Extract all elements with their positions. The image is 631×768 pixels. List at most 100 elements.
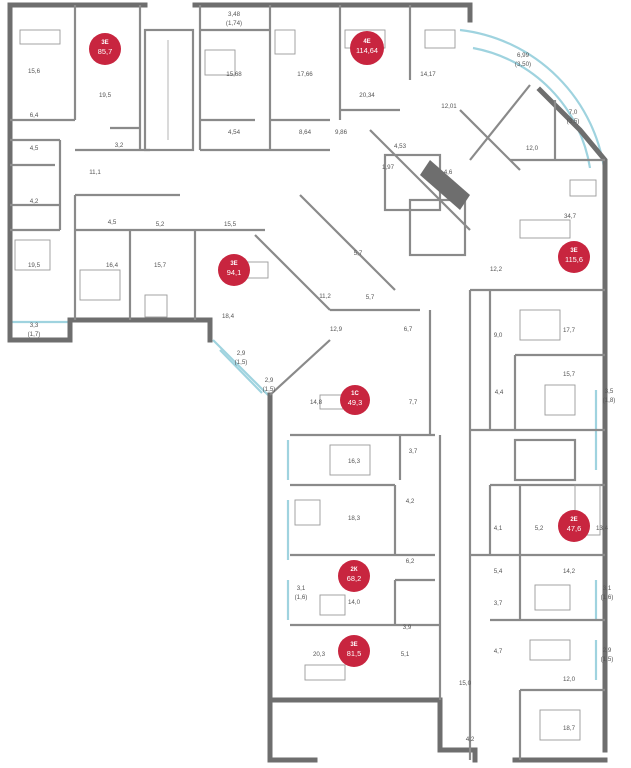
apartment-badge[interactable]: 3Е 85,7 [89, 33, 121, 65]
room-area: 1,97 [382, 164, 395, 171]
room-area: 3,1 [603, 585, 612, 592]
room-area: (1,5) [235, 359, 248, 366]
room-area: 5,2 [156, 221, 165, 228]
exterior-walls [7, 2, 608, 763]
room-area: 15,7 [154, 262, 167, 269]
room-area: (1,8) [603, 397, 616, 404]
room-area: 3,3 [30, 322, 39, 329]
room-area: 15,0 [459, 680, 472, 687]
room-area: 11,2 [319, 293, 331, 300]
apartment-badge[interactable]: 4Е 114,64 [350, 31, 384, 65]
room-area: 3,5 [605, 388, 614, 395]
room-area: 2,9 [237, 350, 246, 357]
room-area: 7,0 [569, 109, 578, 116]
room-area: 4,54 [228, 129, 241, 136]
apartment-type: 3Е [570, 248, 577, 254]
room-area: 14,17 [420, 71, 436, 78]
room-area: 14,0 [348, 599, 361, 606]
room-area: 19,5 [99, 92, 112, 99]
room-area: 20,34 [359, 92, 375, 99]
room-area: 14,8 [310, 399, 323, 406]
apartment-area: 114,64 [356, 46, 378, 55]
room-area: 4,2 [466, 736, 475, 743]
apartment-type: 3Е [101, 40, 108, 46]
room-area: (1,5) [601, 656, 614, 663]
room-area: 17,7 [563, 327, 576, 334]
room-area: 5,1 [401, 651, 410, 658]
apartment-badges: 3Е 85,7 4Е 114,64 3Е 94,1 3Е 115,6 1С 49… [89, 31, 590, 667]
room-area: 13,4 [596, 525, 609, 532]
room-area: 11,1 [89, 169, 101, 176]
room-area: 9,0 [494, 332, 503, 339]
apartment-badge[interactable]: 1С 49,3 [340, 385, 370, 415]
room-area: 3,1 [297, 585, 306, 592]
apartment-badge[interactable]: 3Е 81,5 [338, 635, 370, 667]
room-area: 5,7 [366, 294, 375, 301]
apartment-area: 47,6 [567, 524, 581, 533]
room-area: 34,7 [564, 213, 577, 220]
room-area: 5,2 [535, 525, 544, 532]
room-area: 16,3 [348, 458, 361, 465]
room-area: 6,2 [406, 558, 415, 565]
interior-walls [10, 5, 605, 760]
room-area: 4,6 [444, 169, 453, 176]
room-area: 5,4 [494, 568, 503, 575]
room-area: 2,9 [603, 647, 612, 654]
room-area: 3,7 [409, 448, 418, 455]
apartment-type: 2Е [570, 517, 577, 523]
room-area: 4,2 [406, 498, 415, 505]
room-area: 16,4 [106, 262, 119, 269]
room-area: 18,4 [222, 313, 235, 320]
apartment-badge[interactable]: 3Е 94,1 [218, 254, 250, 286]
apartment-badge[interactable]: 2Е 47,6 [558, 510, 590, 542]
apartment-type: 3Е [350, 642, 357, 648]
apartment-type: 3Е [230, 261, 237, 267]
apartment-area: 85,7 [98, 47, 112, 56]
room-area: 3,9 [403, 624, 412, 631]
room-area: 12,9 [330, 326, 343, 333]
room-area: (1,5) [263, 386, 276, 393]
apartment-type: 4Е [363, 39, 370, 45]
room-area: 4,5 [30, 145, 39, 152]
room-area: 12,01 [441, 103, 457, 110]
room-area: 3,48 [228, 11, 241, 18]
room-area: 12,0 [526, 145, 539, 152]
room-area: (3,50) [515, 61, 531, 68]
furniture [14, 29, 601, 741]
apartment-badge[interactable]: 2К 68,2 [338, 560, 370, 592]
room-area: 4,2 [30, 198, 39, 205]
room-area: (1,74) [226, 20, 242, 27]
room-area: 3,7 [494, 600, 503, 607]
room-area: 15,6 [28, 68, 41, 75]
room-area: 3,2 [115, 142, 124, 149]
room-area: 6,7 [404, 326, 413, 333]
room-area: 15,68 [226, 71, 242, 78]
room-area: 2,9 [265, 377, 274, 384]
apartment-area: 49,3 [348, 398, 362, 407]
apartment-area: 115,6 [565, 255, 583, 264]
room-area: 9,86 [335, 129, 348, 136]
room-area: 12,2 [490, 266, 503, 273]
room-area: 8,64 [299, 129, 312, 136]
room-area: 18,3 [348, 515, 361, 522]
room-area: 7,7 [409, 399, 418, 406]
room-area: 12,0 [563, 676, 576, 683]
apartment-area: 94,1 [227, 268, 241, 277]
room-area: 14,2 [563, 568, 576, 575]
room-area: 19,5 [28, 262, 41, 269]
apartment-type: 1С [351, 391, 359, 397]
room-area: (1,6) [295, 594, 308, 601]
apartment-area: 68,2 [347, 574, 361, 583]
apartment-badge[interactable]: 3Е 115,6 [558, 241, 590, 273]
room-area: 4,5 [108, 219, 117, 226]
room-area: 4,4 [495, 389, 504, 396]
room-area: 5,7 [354, 250, 363, 257]
room-area-labels: 15,6 19,5 6,4 4,5 3,2 11,1 4,2 19,5 3,3 … [28, 11, 616, 743]
room-area: (1,6) [601, 594, 614, 601]
room-area: 18,7 [563, 725, 576, 732]
room-area: 4,1 [494, 525, 503, 532]
apartment-type: 2К [351, 567, 358, 573]
room-area: 15,7 [563, 371, 576, 378]
room-area: 4,53 [394, 143, 407, 150]
